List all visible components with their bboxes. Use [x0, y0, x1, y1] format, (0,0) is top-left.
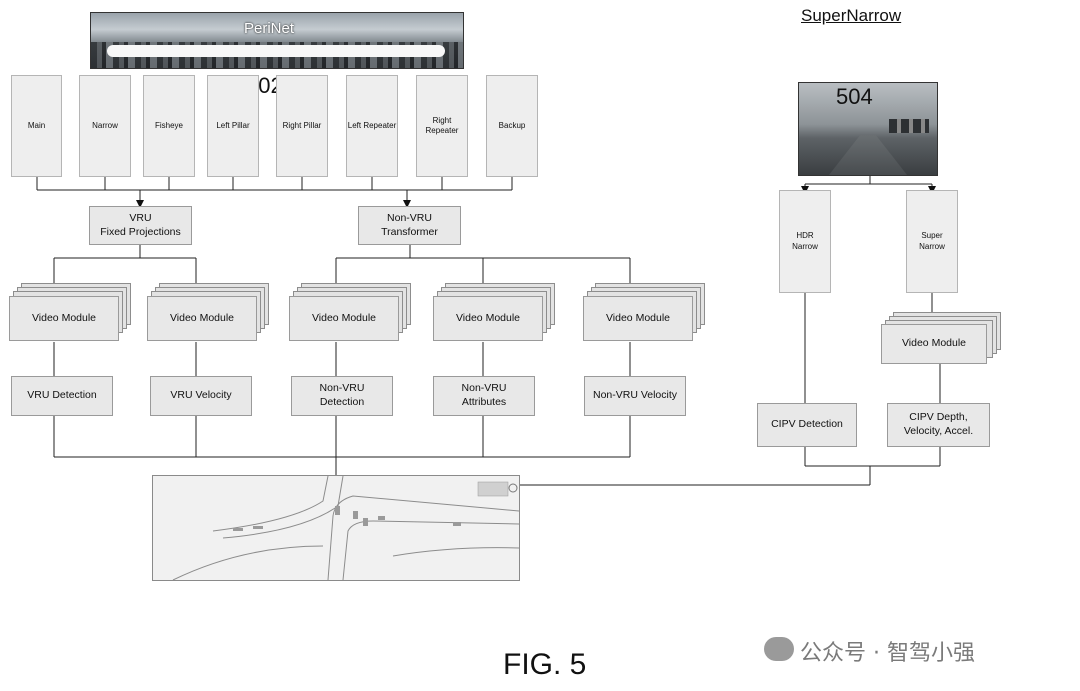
vru-velocity-box: VRU Velocity — [150, 376, 252, 416]
panorama-white-band — [107, 45, 445, 57]
video-module-nonvru-velocity: Video Module — [583, 296, 693, 341]
video-module-vru-detection: Video Module — [9, 296, 119, 341]
video-module-nonvru-attributes: Video Module — [433, 296, 543, 341]
narrow-image-road — [829, 135, 907, 175]
nonvru-velocity-box: Non-VRU Velocity — [584, 376, 686, 416]
camera-narrow: Narrow — [79, 75, 131, 177]
video-module-vru-velocity: Video Module — [147, 296, 257, 341]
camera-left-pillar: Left Pillar — [207, 75, 259, 177]
video-module-nonvru-detection: Video Module — [289, 296, 399, 341]
vru-fixed-projections-box: VRU Fixed Projections — [89, 206, 192, 245]
supernarrow-label: SuperNarrow — [801, 6, 902, 25]
nonvru-detection-box: Non-VRU Detection — [291, 376, 393, 416]
cipv-depth-velocity-accel-box: CIPV Depth, Velocity, Accel. — [887, 403, 990, 447]
cipv-detection-box: CIPV Detection — [757, 403, 857, 447]
camera-right-repeater: Right Repeater — [416, 75, 468, 177]
vru-detection-box: VRU Detection — [11, 376, 113, 416]
nonvru-attributes-box: Non-VRU Attributes — [433, 376, 535, 416]
supernarrow-number: 504 — [836, 84, 873, 109]
hdr-narrow-box: HDR Narrow — [779, 190, 831, 293]
perinet-label: PeriNet — [244, 20, 295, 37]
camera-right-pillar: Right Pillar — [276, 75, 328, 177]
wechat-logo-icon — [764, 637, 794, 661]
perinet-panorama-image — [90, 12, 464, 69]
map-road-drawing — [172, 476, 519, 580]
camera-main: Main — [11, 75, 62, 177]
narrow-image-vehicles — [889, 119, 929, 133]
super-narrow-box: Super Narrow — [906, 190, 958, 293]
figure-label: FIG. 5 — [503, 648, 587, 681]
narrow-camera-image — [798, 82, 938, 176]
bev-map-visualization — [152, 475, 520, 581]
video-module-cipv-depth: Video Module — [881, 324, 987, 364]
camera-backup: Backup — [486, 75, 538, 177]
camera-fisheye: Fisheye — [143, 75, 195, 177]
camera-left-repeater: Left Repeater — [346, 75, 398, 177]
watermark-text: 公众号 · 智驾小强 — [800, 641, 975, 666]
nonvru-transformer-box: Non-VRU Transformer — [358, 206, 461, 245]
